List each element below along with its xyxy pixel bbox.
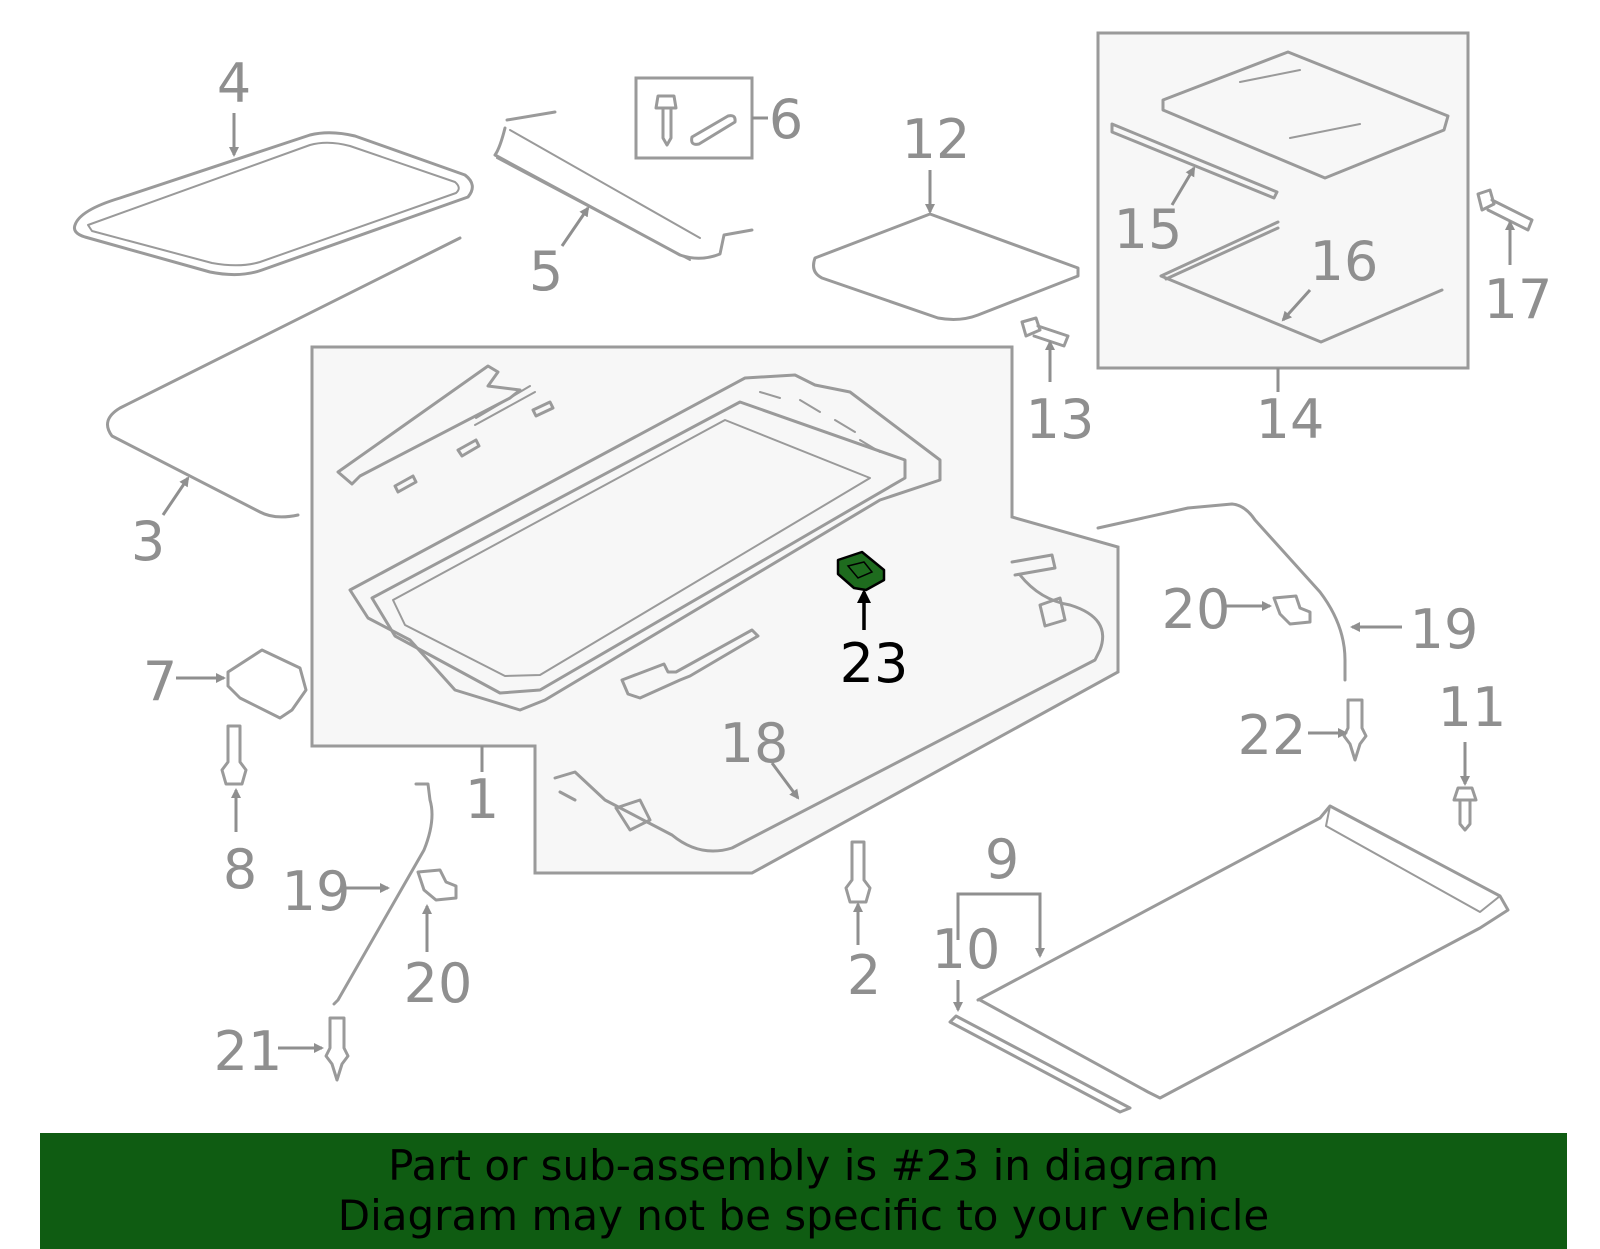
callout-12: 12: [902, 108, 971, 171]
callout-15: 15: [1114, 198, 1183, 261]
leader-3: [161, 476, 190, 516]
bracket-23-highlighted[interactable]: [836, 550, 886, 592]
callout-17: 17: [1484, 268, 1553, 331]
callout-2: 2: [847, 944, 881, 1007]
callout-6: 6: [769, 88, 803, 151]
callout-7: 7: [143, 650, 177, 713]
bolt-17: [1476, 188, 1534, 232]
callout-21: 21: [214, 1020, 283, 1083]
callout-22: 22: [1238, 704, 1307, 767]
motor-7: [226, 648, 308, 720]
callout-23-highlighted: 23: [840, 632, 909, 695]
leader-15: [1170, 166, 1196, 206]
wind-deflector-5: [493, 110, 754, 261]
glass-seal-4: [73, 131, 474, 277]
callout-16: 16: [1310, 230, 1379, 293]
callout-4: 4: [217, 52, 251, 115]
strip-15: [1110, 122, 1279, 200]
parts-diagram: 4 3 5 6 12 13 14 15 16 17 1 18 20 19 22 …: [73, 31, 1553, 1114]
grommet-21: [324, 1016, 350, 1082]
screw-11: [1452, 786, 1478, 832]
leader-18: [770, 762, 800, 800]
bolt-pin-6: [654, 94, 737, 147]
leader-5: [560, 206, 590, 247]
sunroof-frame-1: [336, 364, 942, 712]
callout-8: 8: [223, 838, 257, 901]
callout-11: 11: [1438, 676, 1507, 739]
grommet-22: [1342, 698, 1368, 762]
bolt-8: [220, 724, 248, 786]
callout-20-right: 20: [1162, 578, 1231, 641]
harness-18: [553, 553, 1105, 853]
trim-panel-9-10: [948, 804, 1510, 1114]
callout-20-left: 20: [404, 952, 473, 1015]
callout-14: 14: [1256, 388, 1325, 451]
callout-19-left: 19: [282, 860, 351, 923]
callout-9: 9: [985, 828, 1019, 891]
glass-panel-14: [1161, 50, 1450, 180]
banner-line-1: Part or sub-assembly is #23 in diagram: [388, 1141, 1219, 1190]
callout-18: 18: [720, 712, 789, 775]
leader-16: [1281, 288, 1312, 322]
seal-16: [1159, 220, 1444, 344]
banner-line-2: Diagram may not be specific to your vehi…: [337, 1191, 1270, 1240]
callout-3: 3: [131, 510, 165, 573]
assembly-box-1: [310, 345, 1120, 875]
weatherstrip-3: [106, 236, 462, 519]
sunshade-panel-12: [812, 212, 1080, 321]
clip-20-right: [1272, 594, 1312, 626]
callout-1: 1: [465, 768, 499, 831]
drain-tube-19-left: [332, 782, 434, 1006]
info-banner: Part or sub-assembly is #23 in diagram D…: [40, 1133, 1567, 1249]
clip-20-left: [416, 868, 458, 902]
callout-19-right: 19: [1410, 598, 1479, 661]
bolt-13: [1020, 316, 1070, 348]
callout-5: 5: [529, 240, 563, 303]
callout-13: 13: [1026, 388, 1095, 451]
leader-9: [956, 892, 1042, 950]
bolt-2: [844, 840, 872, 904]
callout-10: 10: [932, 918, 1001, 981]
drain-tube-19-right: [1096, 502, 1347, 682]
